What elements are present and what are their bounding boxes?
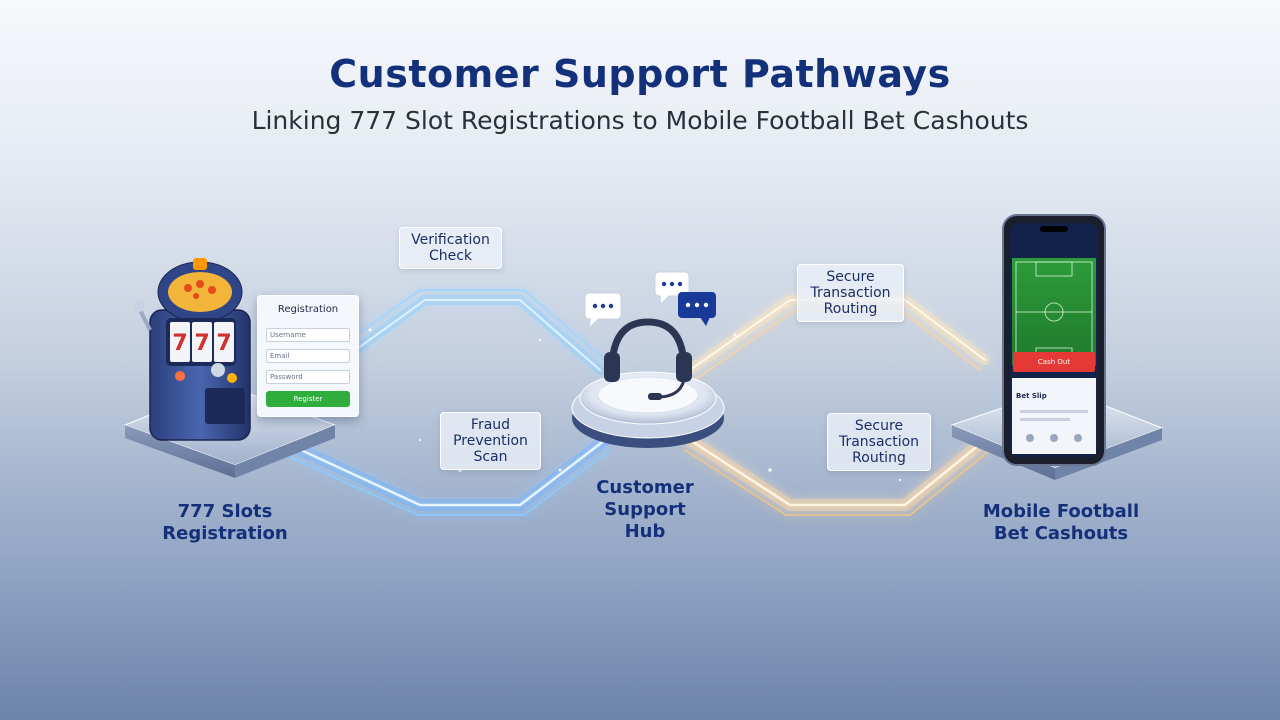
step-fraud-prevention-scan: Fraud Prevention Scan — [440, 412, 541, 470]
svg-text:7: 7 — [216, 331, 231, 356]
step-label-line: Verification — [411, 232, 490, 248]
registration-form-title: Registration — [277, 304, 339, 315]
slot-machine-icon: 7 7 7 — [133, 258, 251, 441]
cashout-button: Cash Out — [1037, 358, 1071, 366]
svg-text:7: 7 — [172, 331, 187, 356]
password-field: Password — [266, 370, 350, 384]
step-label-line: Secure — [826, 269, 875, 285]
headset-icon — [604, 318, 692, 400]
email-field: Email — [266, 349, 350, 363]
chat-bubble-icon — [678, 292, 716, 326]
flow-right-lower — [684, 434, 991, 516]
step-verification-check: Verification Check — [399, 227, 502, 269]
chat-bubble-icon — [584, 292, 622, 326]
step-label-line: Routing — [852, 450, 906, 466]
step-label-line: Fraud — [470, 417, 511, 433]
flow-left-lower — [284, 434, 611, 516]
registration-form: Registration Username Email Password Reg… — [257, 295, 359, 417]
node-label-line: Support — [604, 499, 686, 520]
register-button: Register — [266, 391, 350, 407]
step-label-line: Routing — [823, 301, 878, 317]
step-secure-transaction-routing-bottom: Secure Transaction Routing — [827, 413, 931, 471]
node-label-line: Bet Cashouts — [993, 523, 1129, 544]
page-title: Customer Support Pathways — [329, 52, 951, 96]
node-label-line: Hub — [624, 521, 666, 542]
node-label-line: Mobile Football — [982, 501, 1140, 522]
node-label-line: Registration — [162, 523, 288, 544]
node-label-mobile: Mobile Football Bet Cashouts — [966, 501, 1156, 545]
node-label-line: 777 Slots — [177, 501, 273, 522]
step-secure-transaction-routing-top: Secure Transaction Routing — [797, 264, 904, 322]
chat-bubble-icon — [654, 271, 690, 303]
username-field: Username — [266, 328, 350, 342]
step-label-line: Scan — [473, 449, 508, 465]
step-label-line: Transaction — [838, 434, 920, 450]
svg-text:7: 7 — [194, 331, 209, 356]
node-label-line: Customer — [596, 477, 694, 498]
step-label-line: Transaction — [810, 285, 891, 301]
smartphone-icon — [1002, 214, 1106, 466]
step-label-line: Check — [428, 248, 473, 264]
step-label-line: Secure — [854, 418, 904, 434]
node-label-hub: Customer Support Hub — [575, 477, 715, 543]
hub-platform — [571, 371, 725, 448]
betslip-label: Bet Slip — [1016, 392, 1047, 400]
page-subtitle: Linking 777 Slot Registrations to Mobile… — [251, 106, 1029, 135]
step-label-line: Prevention — [453, 433, 528, 449]
node-label-slots: 777 Slots Registration — [145, 501, 305, 545]
